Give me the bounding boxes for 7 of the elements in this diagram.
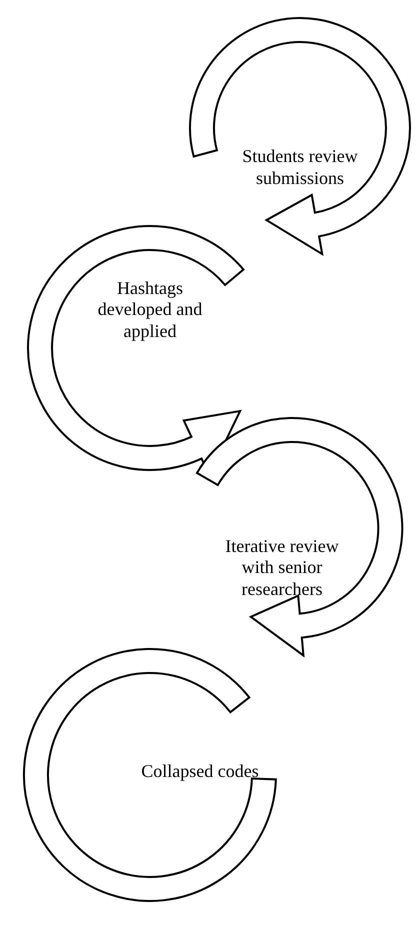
circular-arrow	[188, 16, 412, 256]
step-label: Hashtags developed and applied	[96, 278, 204, 342]
step-label: Students review submissions	[241, 146, 359, 190]
step-label: Collapsed codes	[141, 761, 259, 783]
circular-arrow	[22, 647, 278, 903]
step-label: Iterative review with senior researchers	[224, 536, 340, 600]
circular-arrow	[194, 416, 404, 658]
